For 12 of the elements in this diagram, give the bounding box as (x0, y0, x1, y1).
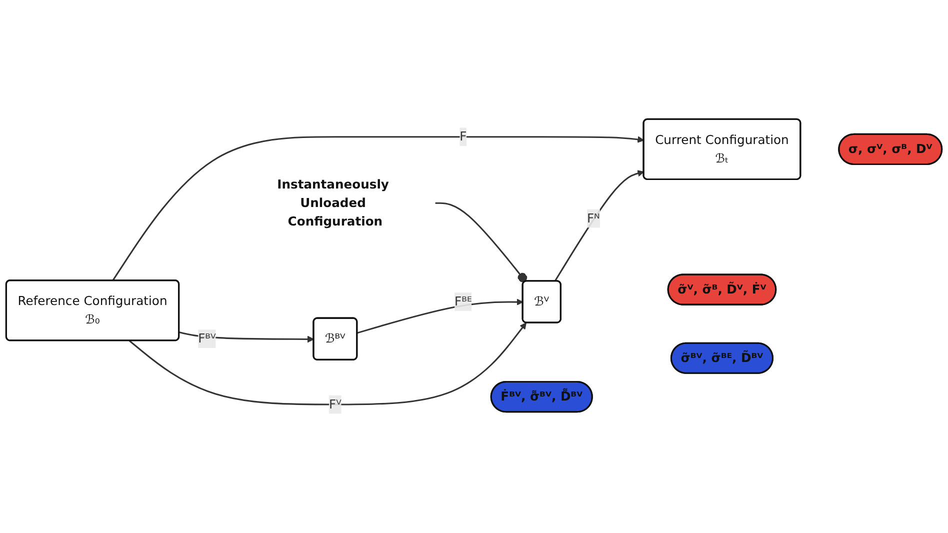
arrow (128, 322, 526, 406)
arrow (179, 332, 314, 343)
edge-label: Fⱽ (328, 396, 342, 412)
edge-label: F (460, 129, 467, 144)
edge-label: Fᴮᴱ (454, 294, 472, 309)
edge-label: Fᴺ (586, 210, 600, 226)
arrow (112, 136, 644, 282)
node-text: Instantaneously Unloaded Configuration (277, 176, 389, 229)
connector (435, 202, 528, 282)
arrow (357, 298, 524, 334)
edge-label: Fᴮⱽ (198, 331, 216, 346)
arrow (554, 170, 644, 282)
